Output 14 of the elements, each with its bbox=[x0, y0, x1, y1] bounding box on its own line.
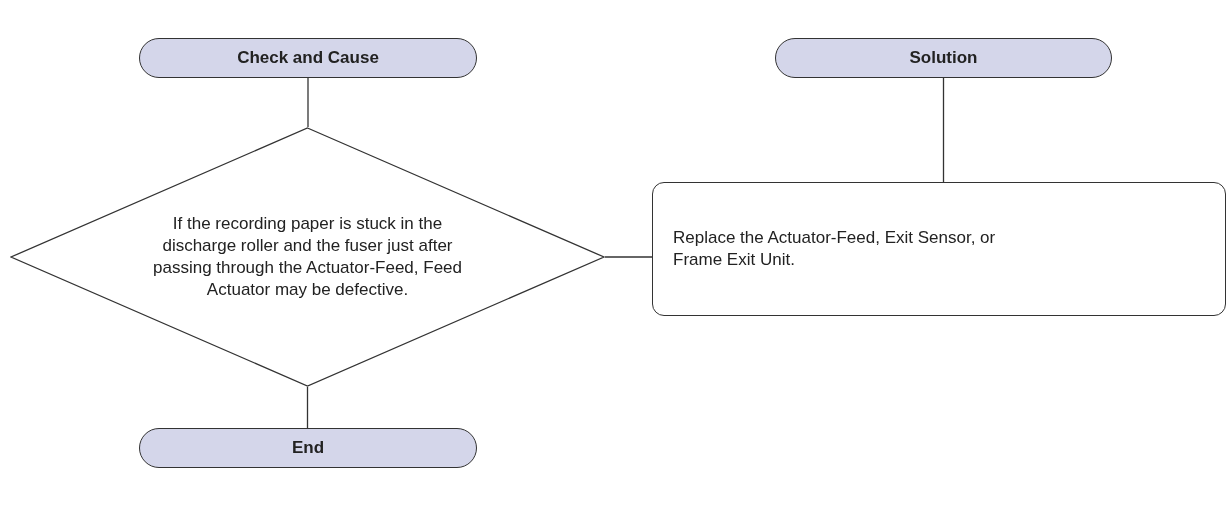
connector-line bbox=[604, 256, 653, 258]
connector-line bbox=[942, 77, 945, 183]
terminal-label: Solution bbox=[909, 47, 978, 70]
terminal-pill bbox=[775, 38, 1112, 78]
connector-line bbox=[306, 386, 309, 429]
connector-line bbox=[307, 77, 309, 128]
terminal-label: Check and Cause bbox=[237, 47, 379, 70]
process-box bbox=[652, 182, 1226, 316]
decision-text: If the recording paper is stuck in the discharge roller and the fuser just after passing through the Actuator-Feed, Feed Actuator may be defective. bbox=[152, 213, 463, 301]
terminal-label: End bbox=[291, 437, 325, 460]
terminal-pill bbox=[139, 428, 477, 468]
process-text: Replace the Actuator-Feed, Exit Sensor, or Frame Exit Unit. bbox=[673, 227, 997, 271]
decision-diamond bbox=[10, 127, 605, 387]
terminal-pill bbox=[139, 38, 477, 78]
